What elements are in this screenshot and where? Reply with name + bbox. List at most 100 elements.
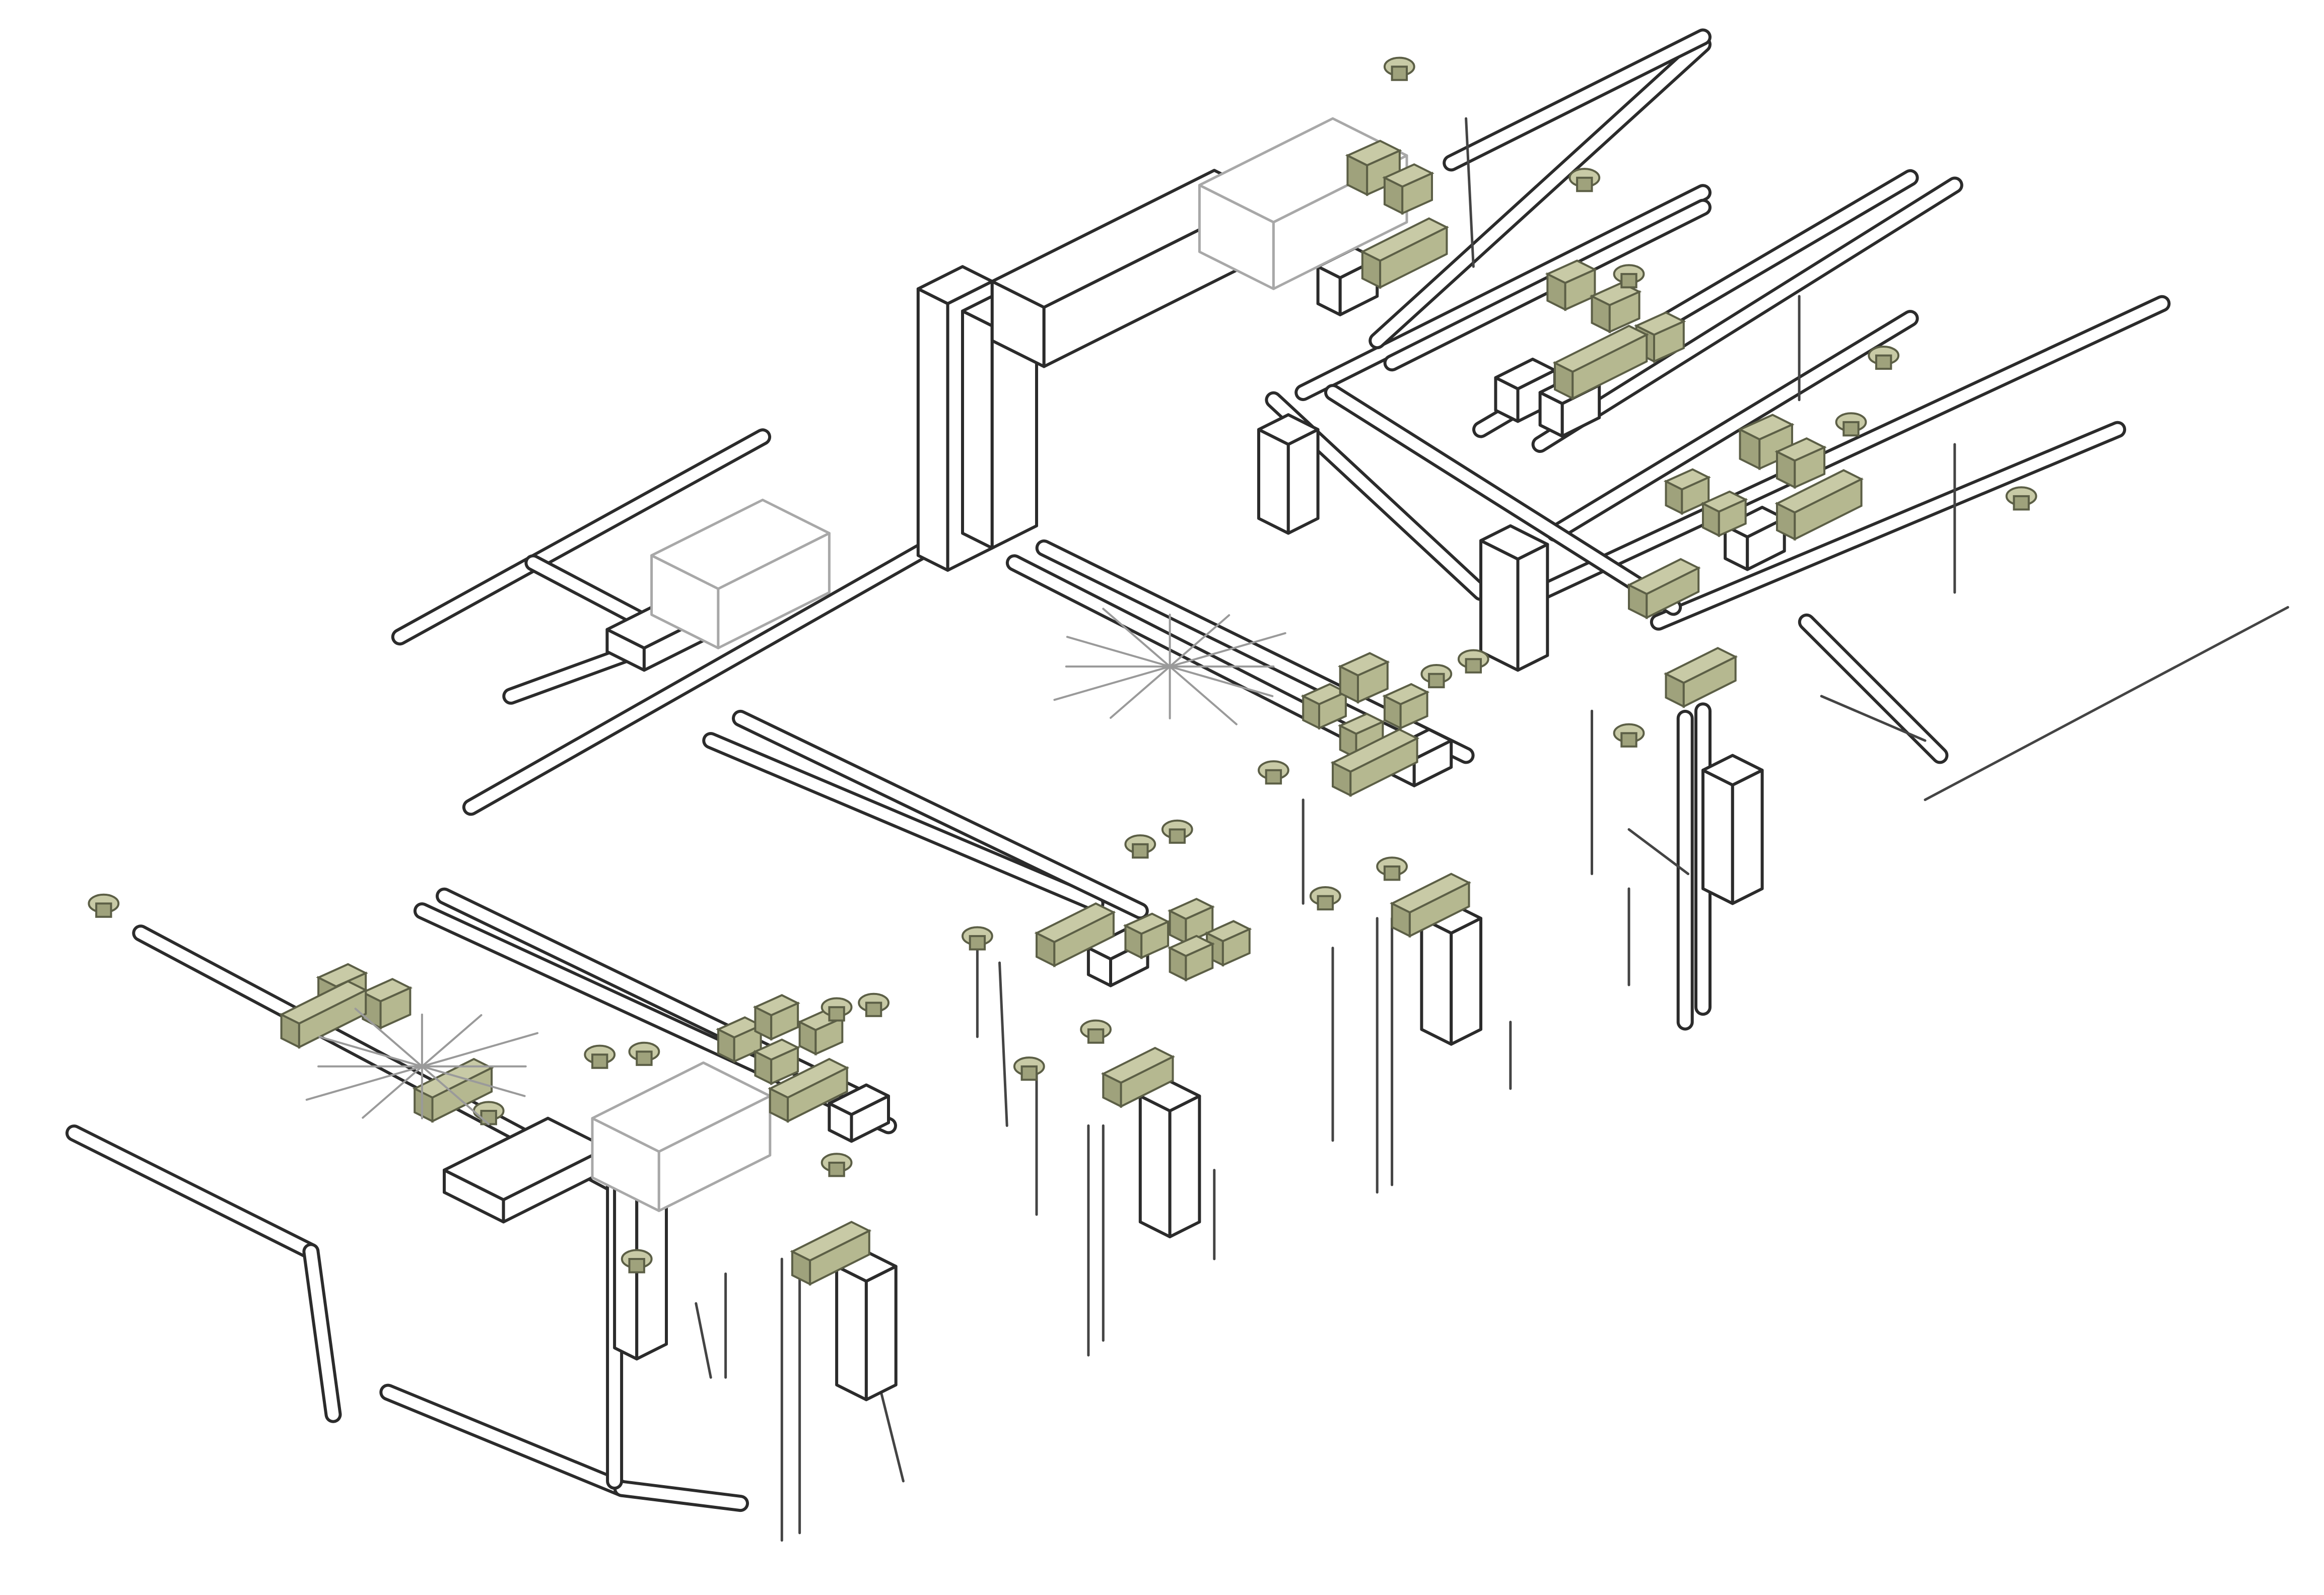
coil-section (279, 980, 368, 1025)
pipe-line (1924, 606, 2289, 802)
equipment-unit (1545, 259, 1598, 284)
exhaust-head (1020, 1065, 1038, 1081)
exhaust-head (1317, 895, 1334, 911)
equipment-unit (753, 994, 800, 1017)
duct-network (65, 28, 2171, 1512)
equipment-unit (1345, 140, 1402, 167)
coil-section (412, 1057, 494, 1099)
round-duct-run (1534, 179, 1960, 450)
round-duct-run (735, 712, 1146, 917)
exhaust-head (1383, 865, 1401, 881)
equipment-unit (1123, 912, 1171, 935)
riser-housing (1731, 768, 1764, 905)
round-duct-run (616, 1483, 746, 1509)
riser-housing (1479, 524, 1549, 561)
equipment-unit (316, 963, 368, 988)
coil-section (1390, 873, 1471, 914)
pipe-line (695, 1302, 712, 1379)
riser-housing (1479, 539, 1520, 672)
equipment-unit (1167, 935, 1215, 957)
coil-section (1774, 469, 1864, 514)
pipe-line (1465, 117, 1475, 268)
diffuser-blade (318, 1036, 423, 1068)
diffuser-blade (305, 1065, 423, 1101)
equipment-unit (1338, 652, 1390, 677)
exhaust-head (969, 935, 986, 951)
round-duct-run (1653, 424, 2124, 628)
diffuser-blade (421, 1065, 526, 1097)
round-duct-run (1327, 387, 1679, 613)
coil-section (1330, 728, 1420, 773)
round-duct-run (1520, 298, 2168, 606)
exhaust-head (1576, 176, 1593, 192)
pipe-line (998, 961, 1008, 1127)
diffuser-blade (1169, 632, 1286, 668)
diffuser-blade (421, 1032, 539, 1068)
diffuser-blade (354, 1008, 423, 1068)
round-duct-run (1801, 616, 1946, 761)
riser-housing (1168, 1094, 1201, 1238)
exhaust-head (1169, 828, 1186, 844)
vertical-supply-trunk (961, 309, 994, 550)
round-duct-run (465, 535, 946, 813)
round-duct-run (394, 431, 769, 643)
diffuser-blade (421, 1014, 483, 1068)
coil-section (768, 1057, 850, 1099)
coil-section (1664, 647, 1738, 684)
riser-housing (835, 1265, 868, 1402)
equipment-unit (1774, 437, 1827, 462)
exhaust-head (828, 1161, 845, 1177)
equipment-unit (1204, 920, 1252, 943)
riser-housing (1257, 413, 1320, 446)
round-duct-run (382, 1386, 628, 1494)
equipment-unit (1589, 282, 1642, 306)
coil-section (790, 1221, 872, 1262)
riser-housing (1516, 543, 1549, 672)
equipment-unit (1167, 898, 1215, 920)
riser-housing (1257, 428, 1290, 535)
diffuser-blade (1066, 636, 1171, 668)
exhaust-head (865, 1002, 882, 1017)
exhaust-head (1087, 1028, 1105, 1044)
round-duct-run (705, 735, 1102, 909)
riser-housing (1420, 916, 1453, 1046)
round-duct-run (69, 1127, 317, 1257)
exhaust-head (1265, 769, 1282, 785)
riser-housing (1701, 754, 1764, 787)
round-duct-run (305, 1246, 339, 1420)
exhaust-head (1465, 658, 1482, 674)
riser-housing (1286, 428, 1320, 535)
riser-housing (1450, 916, 1482, 1046)
pipe-lines (695, 117, 2289, 1542)
round-duct-run (1446, 31, 1708, 169)
exhaust-head (636, 1050, 653, 1066)
diffuser-fans (305, 608, 1286, 1125)
equipment-unit (1634, 311, 1686, 336)
exhaust-head (2013, 495, 2030, 511)
round-duct-run (439, 890, 879, 1109)
terminal-box (828, 1083, 890, 1116)
equipment-unit (1338, 712, 1386, 735)
vertical-supply-trunk (916, 287, 949, 572)
equipment-unit (753, 1038, 800, 1061)
equipment-unit (1700, 490, 1748, 513)
exhaust-head (1620, 732, 1637, 748)
diffuser-blade (1169, 614, 1231, 668)
exhaust-head (1620, 273, 1637, 289)
exhaust-head (1132, 843, 1149, 859)
diffuser-blade (1053, 666, 1171, 701)
riser-housing (1138, 1094, 1172, 1238)
equipment-unit (1737, 414, 1795, 441)
coil-section (1034, 902, 1116, 944)
diffuser-blade (1110, 666, 1171, 719)
round-duct-run (1549, 313, 1916, 539)
equipment-unit (1382, 683, 1430, 705)
coil-section (1626, 558, 1701, 595)
riser-housing (864, 1265, 898, 1402)
riser-housing (1701, 768, 1734, 905)
exhaust-head (95, 902, 112, 918)
exhaust-head (1842, 421, 1860, 437)
equipment-unit (1382, 163, 1434, 188)
exhaust-head (1391, 65, 1408, 81)
